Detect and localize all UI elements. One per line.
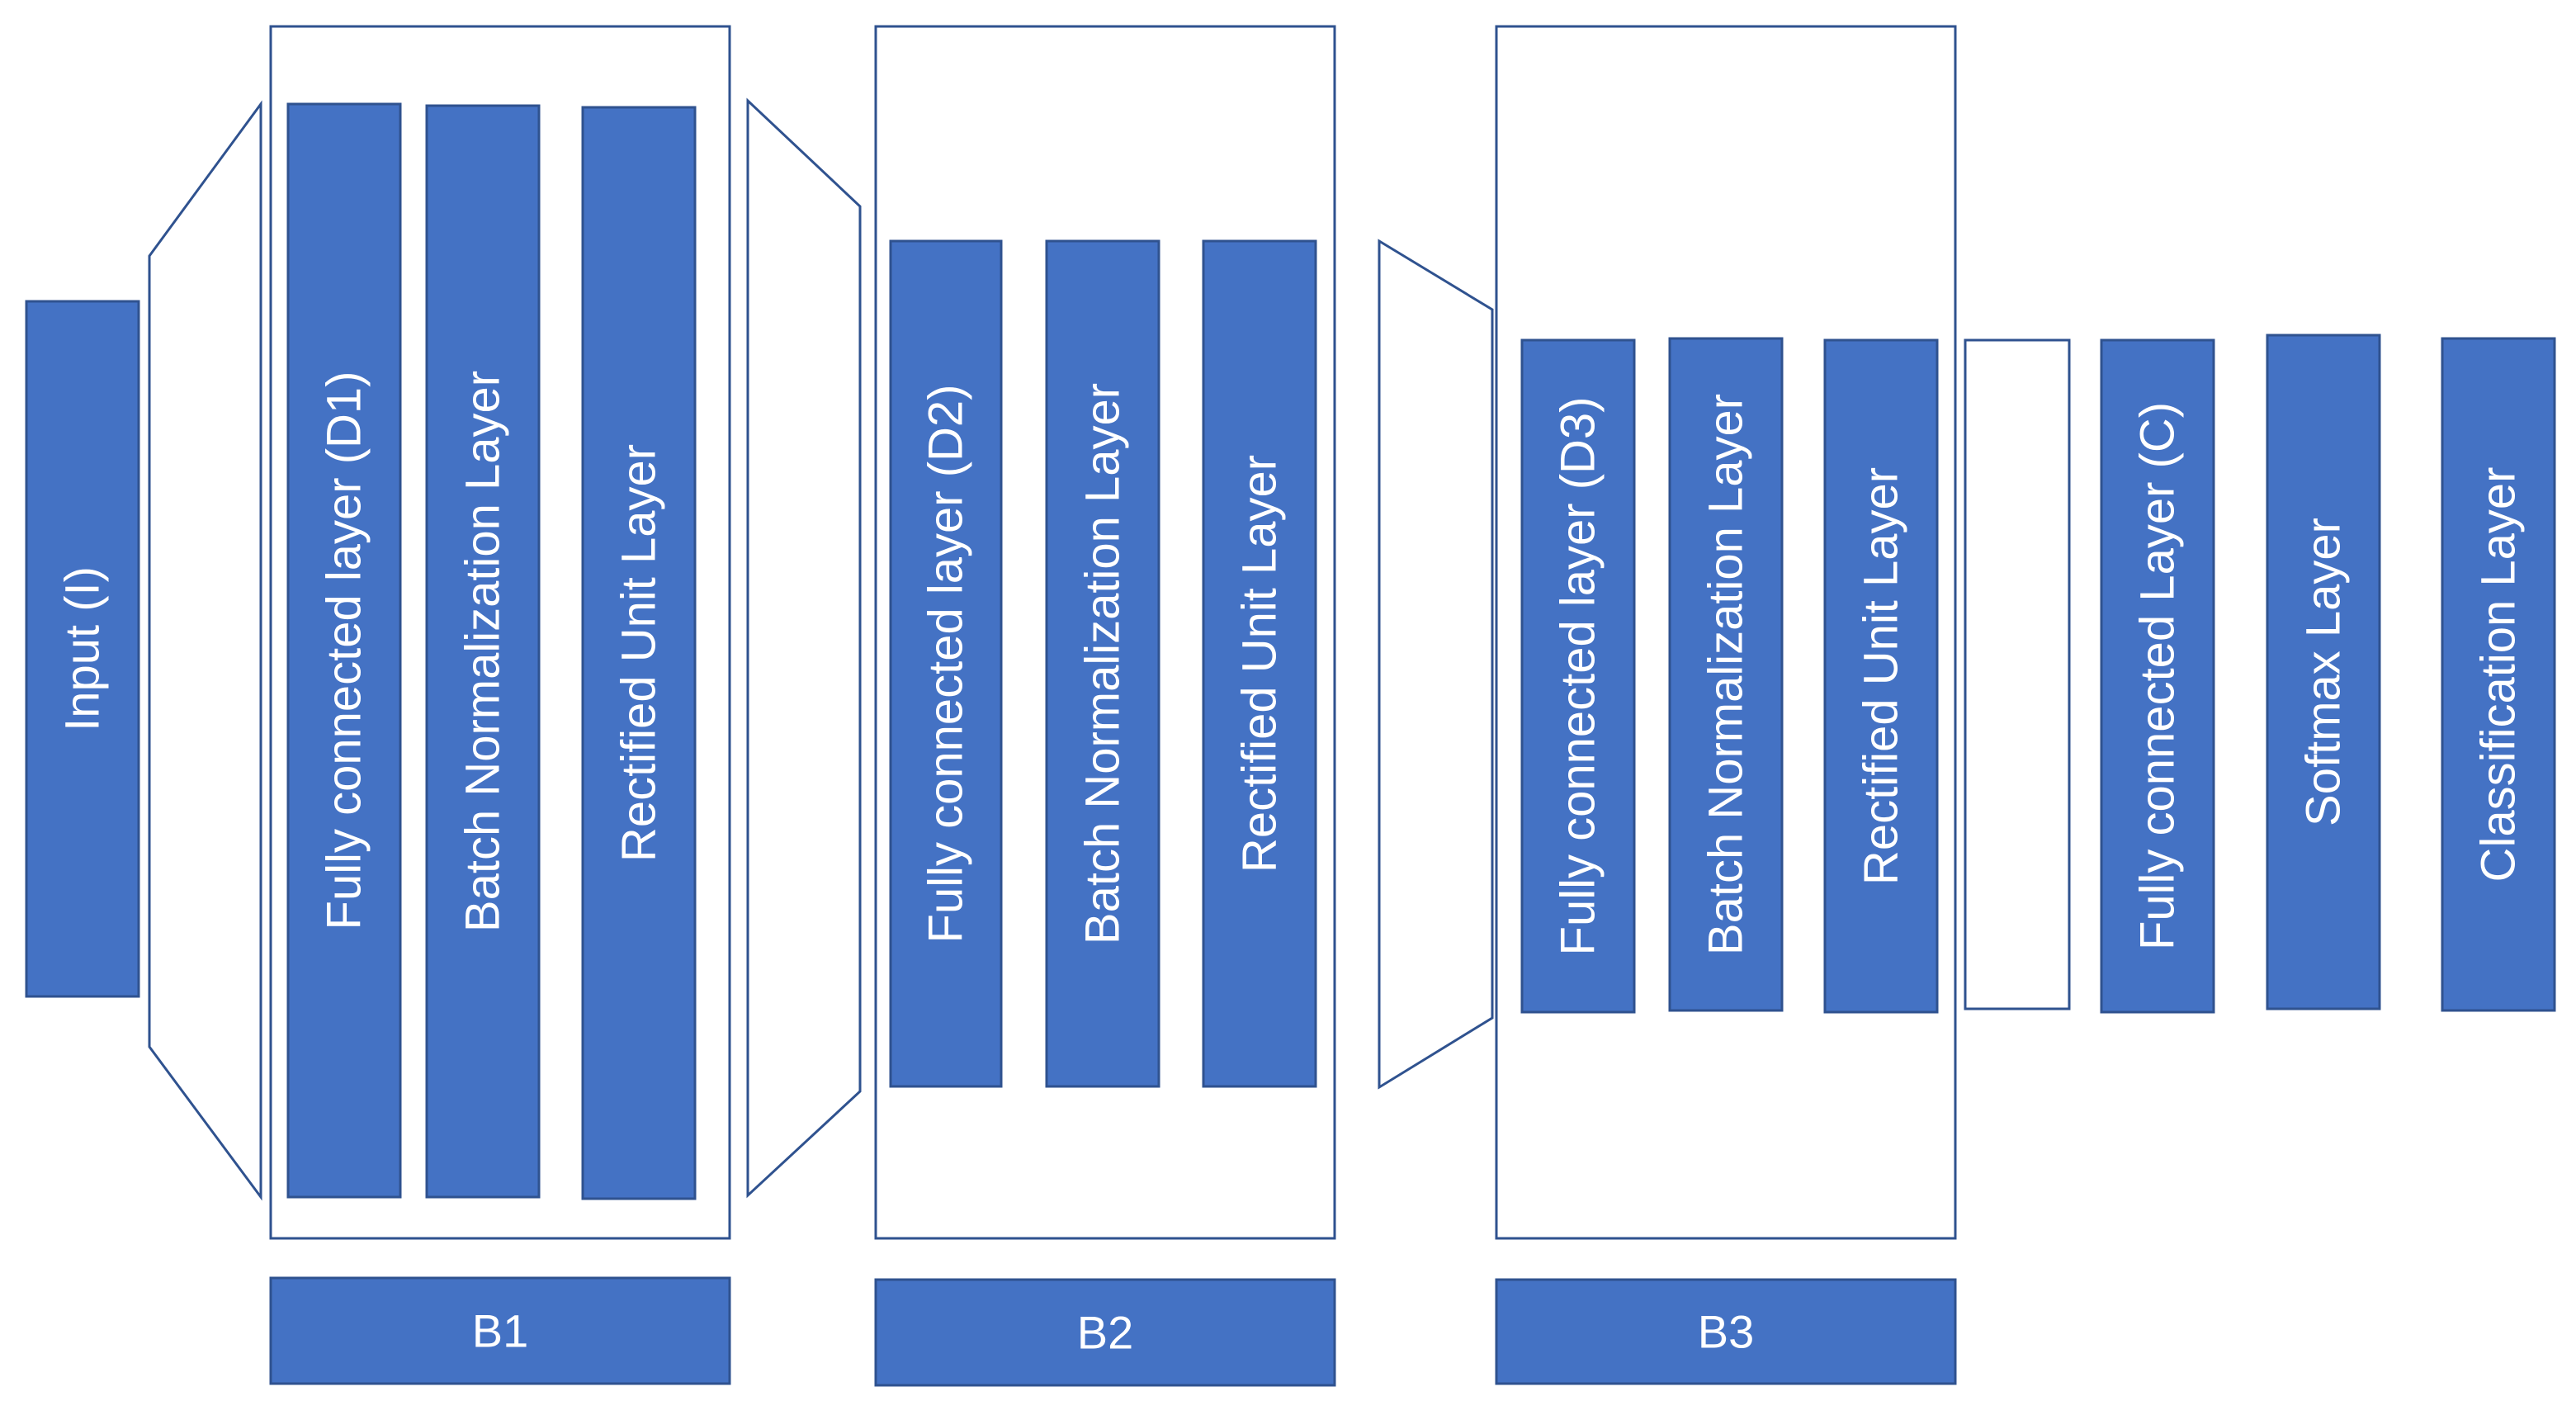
block-b2-layer-relu: Rectified Unit Layer xyxy=(1202,239,1317,1088)
block-b1-label-box: B1 xyxy=(269,1276,731,1385)
block-b3-frame xyxy=(1495,25,1957,1240)
layer-label: Batch Normalization Layer xyxy=(456,371,510,932)
output-layer-fc: Fully connected Layer (C) xyxy=(2100,338,2215,1014)
block-label: B3 xyxy=(1698,1306,1755,1358)
layer-label: Classification Layer xyxy=(2472,467,2526,883)
layer-label: Fully connected layer (D1) xyxy=(318,371,371,930)
block-b1-layer-fc: Fully connected layer (D1) xyxy=(286,102,402,1199)
layer-label: Rectified Unit Layer xyxy=(612,444,666,862)
layer-label: Fully connected Layer (C) xyxy=(2131,402,2185,950)
funnel-b2-to-b3 xyxy=(1378,239,1494,1090)
block-b1-layer-batchnorm: Batch Normalization Layer xyxy=(425,104,541,1199)
layer-label: Rectified Unit Layer xyxy=(1233,455,1287,873)
funnel-b1-to-b2 xyxy=(746,97,862,1199)
block-b2-layer-fc: Fully connected layer (D2) xyxy=(889,239,1003,1088)
output-empty-layer xyxy=(1964,338,2071,1010)
block-label: B2 xyxy=(1077,1307,1134,1359)
layer-label: Batch Normalization Layer xyxy=(1076,383,1130,944)
block-label: B1 xyxy=(472,1305,529,1357)
layer-label: Softmax Layer xyxy=(2297,518,2351,826)
layer-label: Rectified Unit Layer xyxy=(1855,467,1908,885)
block-b3-layer-fc: Fully connected layer (D3) xyxy=(1520,338,1636,1014)
block-b1-layer-relu: Rectified Unit Layer xyxy=(581,106,697,1200)
funnel-input-to-b1 xyxy=(148,100,262,1201)
output-layer-softmax: Softmax Layer xyxy=(2266,334,2381,1010)
block-b3-label-box: B3 xyxy=(1495,1278,1957,1385)
output-layer-classification: Classification Layer xyxy=(2441,337,2556,1012)
layer-label: Batch Normalization Layer xyxy=(1699,394,1753,955)
block-b3-layer-batchnorm: Batch Normalization Layer xyxy=(1668,337,1784,1012)
input-layer: Input (I) xyxy=(25,300,140,998)
block-b1-frame xyxy=(269,25,731,1240)
block-b2-label-box: B2 xyxy=(874,1278,1336,1387)
block-b2-frame xyxy=(874,25,1336,1240)
layer-label: Fully connected layer (D2) xyxy=(919,385,973,944)
block-b2-layer-batchnorm: Batch Normalization Layer xyxy=(1045,239,1160,1088)
layer-label: Fully connected layer (D3) xyxy=(1552,397,1605,956)
block-b3-layer-relu: Rectified Unit Layer xyxy=(1823,338,1939,1014)
input-layer-label: Input (I) xyxy=(56,566,110,731)
